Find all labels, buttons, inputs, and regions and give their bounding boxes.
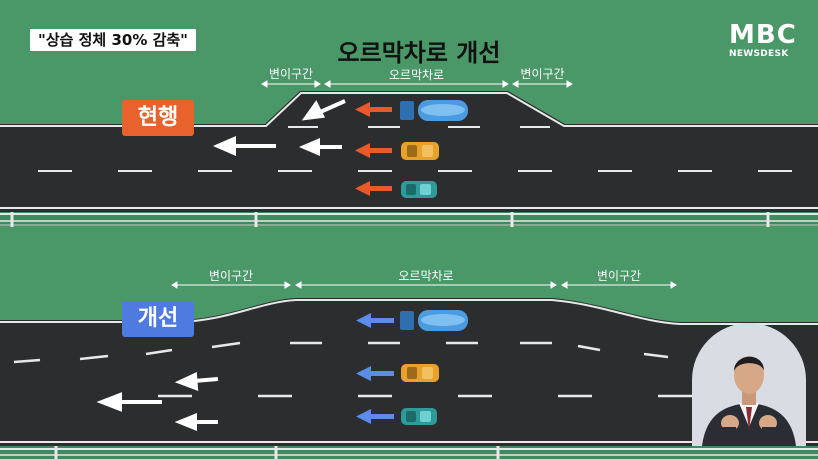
diagram-title-text: 오르막차로 개선 [337,39,501,67]
headline-caption: "상습 정체 30% 감축" [30,29,197,51]
flow-arrows-current [213,99,346,157]
zone-label-current-transition-1: 변이구간 [268,67,314,81]
zone-label-improved-climbing: 오르막차로 [398,269,454,283]
arrow-left-icon-improved [356,313,394,424]
diagram-title: 오르막차로 개선 [0,33,818,68]
truck-icon-improved [400,310,468,331]
logo-brand: MBC [729,20,797,50]
badge-current: 현행 [122,100,194,136]
mbc-newsdesk-logo: MBC NEWSDESK [729,22,797,59]
badge-improved: 개선 [122,301,194,337]
zone-dimensions-improved [171,281,677,289]
flow-arrows-improved [96,371,219,431]
badge-current-text: 현행 [137,105,179,130]
lane-dashes-improved-1 [13,341,669,364]
zone-label-improved-transition-1: 변이구간 [208,269,254,283]
guardrail-improved [0,446,818,459]
sign-language-interpreter [692,323,806,446]
road-edge-top [0,92,818,127]
teal-car-icon [401,181,437,198]
road-edge-top-improved [0,299,818,325]
logo-sub: NEWSDESK [729,49,789,59]
zone-label-current-transition-2: 변이구간 [520,67,565,81]
yellow-car-icon-improved [401,364,439,382]
zone-label-current-climbing: 오르막차로 [388,68,445,82]
zone-dimensions-current [261,80,573,88]
zone-label-improved-transition-2: 변이구간 [596,269,642,283]
guardrail-current [0,212,818,227]
yellow-car-icon [401,142,439,160]
truck-icon [400,100,468,121]
badge-improved-text: 개선 [137,306,179,331]
arrow-left-icon-current [355,102,392,196]
teal-car-icon-improved [401,408,437,425]
